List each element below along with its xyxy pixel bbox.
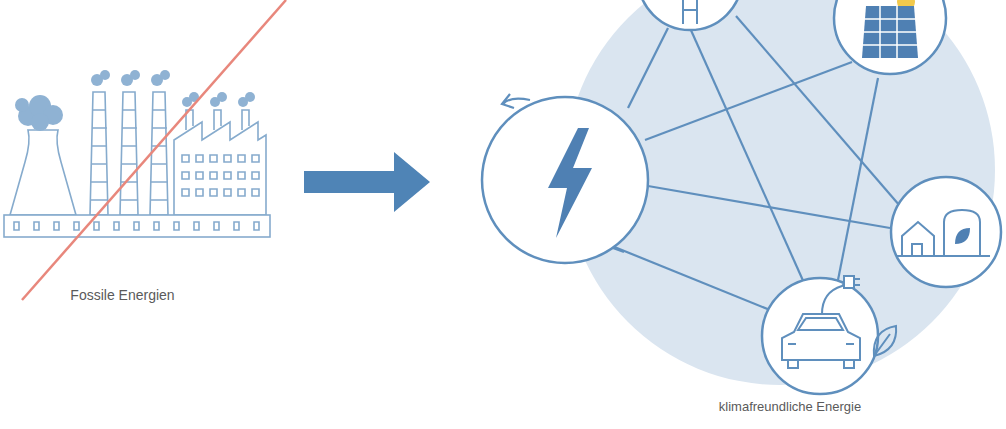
car-body	[782, 314, 860, 360]
chimney-smoke	[91, 70, 255, 107]
cycle-arc	[503, 99, 530, 104]
biogas-house	[902, 222, 934, 256]
wind-circle	[638, 0, 742, 30]
charging-cable	[822, 282, 846, 314]
network-line	[690, 28, 805, 285]
wind-tower	[683, 0, 697, 24]
node-caption: klimafreundliche Energie	[655, 399, 925, 415]
ground-line	[896, 255, 990, 257]
transition-arrow	[304, 152, 430, 212]
smoke-puff	[245, 92, 255, 102]
node-caption: Fossile Energien	[30, 287, 215, 304]
car-wheels	[788, 360, 854, 368]
network-line	[645, 62, 852, 140]
smoke-puff	[31, 113, 49, 131]
solar-panel	[862, 6, 918, 58]
biogas-circle	[891, 177, 1001, 287]
leaf	[955, 228, 970, 244]
fossil-plants	[4, 70, 270, 237]
plug	[844, 276, 860, 288]
leaf-outline	[874, 326, 896, 356]
energy-node: Fossile Energien	[0, 0, 304, 320]
plant-base	[4, 215, 270, 237]
chimney-lattice	[90, 110, 168, 200]
car-lights	[788, 343, 854, 345]
smoke-puff	[130, 70, 140, 80]
network-lines	[502, 16, 900, 310]
solar-circle	[834, 0, 946, 74]
biogas-plant	[896, 210, 990, 256]
biogas-door	[912, 244, 922, 256]
smoke-puff	[217, 92, 227, 102]
electric-car	[782, 276, 896, 368]
smoke-cloud	[15, 95, 63, 131]
car-window	[798, 318, 843, 330]
network-line	[648, 186, 890, 228]
car-circle	[762, 278, 878, 394]
lightning-bolt	[548, 128, 592, 238]
factory-windows	[182, 155, 259, 196]
energy-node: klimafreundliche Energie	[430, 0, 1006, 429]
strike-through	[22, 0, 286, 300]
smoke-puff	[15, 98, 29, 112]
factory-hall	[174, 122, 266, 215]
panel-grid	[863, 6, 917, 58]
base-windows	[14, 222, 259, 230]
panel-body	[862, 6, 918, 58]
power-circle	[482, 97, 648, 263]
network-line	[838, 78, 878, 280]
energy-circles	[482, 0, 1001, 394]
arrow-tip	[502, 94, 514, 108]
biogas-tank	[944, 210, 980, 256]
smoke-puff	[100, 70, 110, 80]
network-line	[612, 246, 770, 310]
network-line	[628, 28, 668, 108]
cooling-tower	[10, 130, 76, 215]
smoke-puff	[160, 70, 170, 80]
